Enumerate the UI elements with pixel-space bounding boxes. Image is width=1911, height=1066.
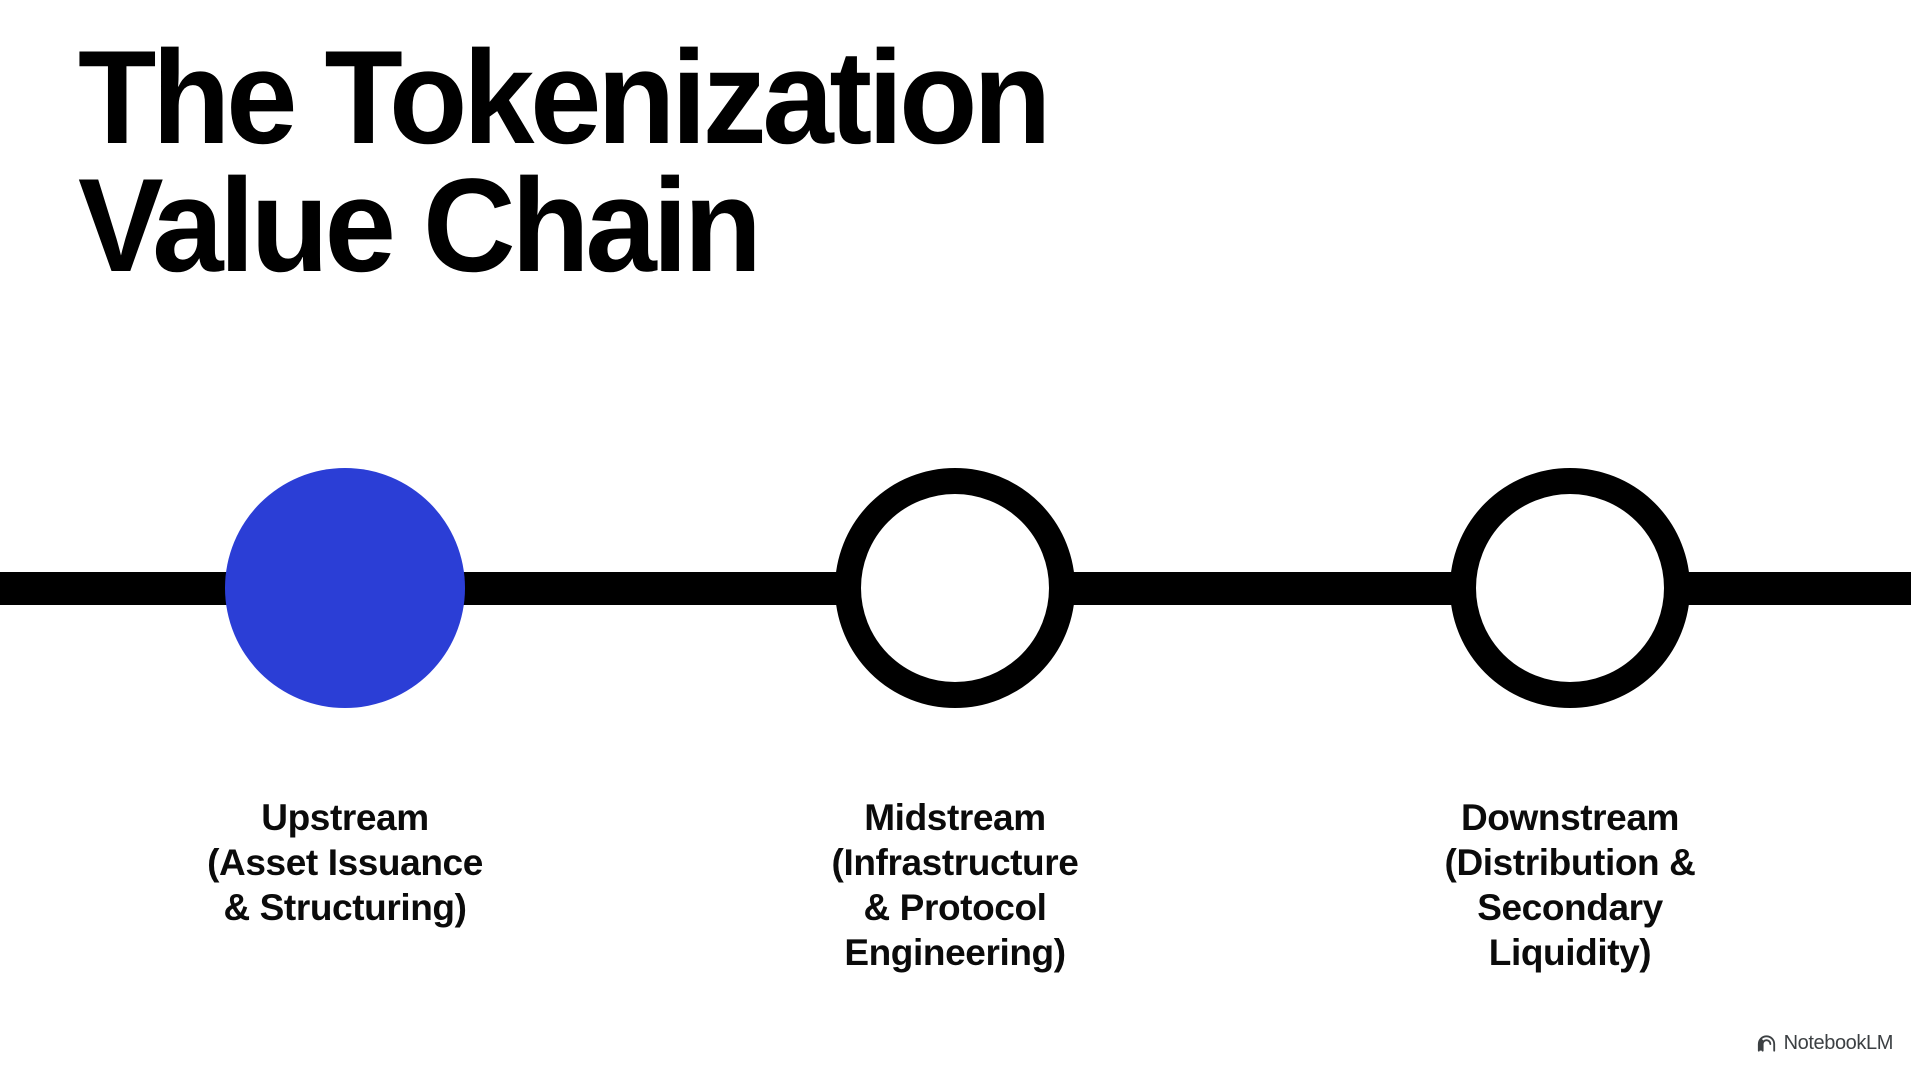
chain-label-downstream-line-2: (Distribution & — [1444, 842, 1696, 883]
notebooklm-spiral-icon — [1756, 1033, 1777, 1054]
chain-label-midstream-line-4: Engineering) — [844, 932, 1066, 973]
page-title-line-1: The Tokenization — [78, 24, 1052, 172]
chain-label-upstream: Upstream (Asset Issuance & Structuring) — [125, 795, 565, 930]
chain-label-midstream: Midstream (Infrastructure & Protocol Eng… — [735, 795, 1175, 975]
notebooklm-watermark: NotebookLM — [1756, 1033, 1893, 1054]
chain-label-midstream-line-3: & Protocol — [863, 887, 1047, 928]
chain-node-midstream[interactable] — [835, 468, 1075, 708]
chain-label-downstream-line-3: Secondary — [1477, 887, 1663, 928]
chain-label-downstream-line-4: Liquidity) — [1488, 932, 1652, 973]
chain-label-midstream-line-1: Midstream — [864, 797, 1046, 838]
chain-label-upstream-line-2: (Asset Issuance — [207, 842, 483, 883]
chain-label-midstream-line-2: (Infrastructure — [831, 842, 1079, 883]
page-title: The Tokenization Value Chain — [78, 24, 1278, 300]
chain-label-downstream-line-1: Downstream — [1460, 797, 1680, 838]
chain-node-downstream[interactable] — [1450, 468, 1690, 708]
page-title-line-2: Value Chain — [78, 152, 762, 300]
chain-label-upstream-line-3: & Structuring) — [223, 887, 467, 928]
chain-label-downstream: Downstream (Distribution & Secondary Liq… — [1350, 795, 1790, 975]
chain-node-upstream[interactable] — [225, 468, 465, 708]
chain-label-upstream-line-1: Upstream — [261, 797, 429, 838]
notebooklm-watermark-label: NotebookLM — [1783, 1032, 1894, 1054]
